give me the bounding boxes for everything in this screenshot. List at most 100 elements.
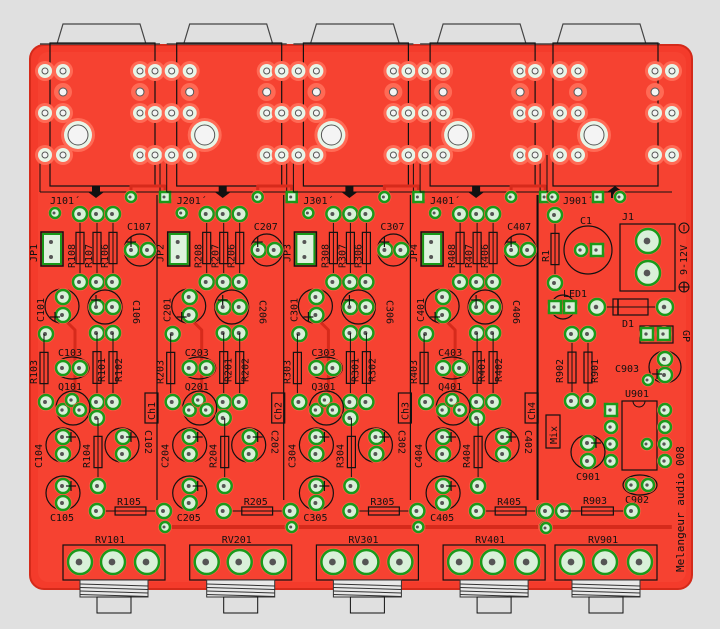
drill-hole	[457, 280, 462, 284]
resistor-outline	[235, 231, 245, 265]
resistor-outline	[361, 231, 371, 265]
silkscreen-label: R204	[209, 444, 220, 468]
drill-hole	[585, 459, 589, 463]
drill-hole	[474, 416, 479, 420]
pot-shaft	[476, 596, 512, 614]
silkscreen-label: JP1	[29, 244, 40, 262]
drill-hole	[75, 558, 83, 566]
silkscreen-label: R304	[335, 444, 346, 468]
drill-hole	[362, 558, 369, 566]
drill-hole	[635, 558, 643, 566]
resistor-outline	[472, 351, 482, 384]
drill-hole	[186, 435, 191, 439]
silkscreen-label: RV101	[95, 535, 125, 546]
drill-hole	[567, 558, 575, 566]
jumper-pads	[168, 233, 189, 265]
silkscreen-label: C1	[580, 216, 592, 227]
silkscreen-label: R401	[477, 358, 488, 382]
mounting-hole	[404, 67, 412, 75]
drill-hole	[608, 459, 612, 463]
drill-hole	[49, 255, 53, 259]
drill-hole	[449, 398, 453, 402]
silkscreen-label: C901	[576, 472, 600, 483]
silkscreen-label: R302	[367, 358, 378, 382]
drill-hole	[381, 195, 385, 199]
silkscreen-label: C402	[522, 430, 533, 454]
resistor-outline	[202, 231, 212, 265]
silkscreen-label: R101	[97, 358, 108, 382]
drill-hole	[474, 400, 479, 404]
silkscreen-label: R206	[227, 244, 238, 268]
resistor-outline	[346, 435, 356, 469]
mounting-hole	[668, 151, 676, 159]
mounting-hole	[41, 109, 49, 117]
arrow-icon	[468, 186, 485, 198]
drill-hole	[440, 501, 445, 505]
drill-hole	[60, 452, 64, 456]
drill-hole	[77, 212, 81, 216]
drill-hole	[490, 280, 495, 284]
drill-hole	[348, 484, 353, 488]
resistor-outline	[345, 351, 355, 384]
silkscreen-label: J101´	[50, 195, 80, 207]
drill-hole	[246, 452, 251, 456]
drill-hole	[488, 558, 496, 566]
drill-hole	[202, 558, 210, 566]
jack-bracket	[56, 23, 147, 45]
drill-hole	[500, 452, 505, 456]
silkscreen-label: R403	[409, 360, 420, 384]
drill-hole	[585, 441, 589, 445]
drill-hole	[643, 269, 651, 277]
drill-hole	[457, 212, 462, 216]
drill-hole	[175, 240, 180, 244]
drill-hole	[661, 304, 667, 310]
resistor-outline	[39, 351, 49, 385]
silkscreen-label: R201	[224, 358, 235, 382]
drill-hole	[313, 501, 318, 505]
silkscreen-label: R207	[211, 244, 222, 268]
drill-hole	[236, 400, 241, 404]
resistor-outline	[345, 231, 355, 265]
mounting-hole	[439, 67, 447, 75]
mounting-hole	[574, 109, 582, 117]
drill-hole	[162, 195, 166, 199]
drill-hole	[543, 509, 547, 513]
mounting-hole	[574, 67, 582, 75]
mounting-hole	[389, 67, 397, 75]
drill-hole	[585, 399, 589, 403]
mounting-hole	[58, 87, 68, 97]
silkscreen-label: C302	[395, 430, 406, 454]
mounting-hole	[41, 151, 49, 159]
silkscreen-label: Q201	[185, 382, 209, 393]
silkscreen-label: R107	[84, 244, 95, 268]
drill-hole	[162, 525, 166, 529]
mounting-hole	[311, 87, 321, 97]
silkscreen-label: C401	[416, 298, 427, 322]
silkscreen-label: C903	[615, 364, 639, 375]
mounting-hole	[389, 109, 397, 117]
resistor-outline	[241, 506, 274, 516]
drill-hole	[60, 484, 64, 488]
drill-hole	[440, 435, 445, 439]
drill-hole	[542, 195, 546, 199]
resistor-outline	[93, 435, 103, 469]
drill-hole	[543, 526, 547, 530]
mounting-hole	[668, 109, 676, 117]
drill-hole	[662, 425, 666, 429]
silkscreen-label: R305	[370, 497, 394, 508]
silkscreen-label: C205	[177, 513, 201, 524]
resistor-outline	[472, 231, 482, 265]
thread-line	[460, 594, 529, 597]
mounting-hole	[263, 151, 271, 159]
mounting-hole	[651, 109, 659, 117]
thread-line	[79, 587, 149, 590]
drill-hole	[145, 248, 149, 252]
drill-hole	[662, 442, 666, 446]
drill-hole	[330, 212, 335, 216]
drill-hole	[302, 255, 307, 259]
drill-hole	[236, 280, 241, 284]
drill-hole	[60, 501, 64, 505]
silkscreen-label: C105	[50, 513, 74, 524]
mounting-hole	[650, 87, 660, 97]
thread-line	[571, 590, 641, 594]
